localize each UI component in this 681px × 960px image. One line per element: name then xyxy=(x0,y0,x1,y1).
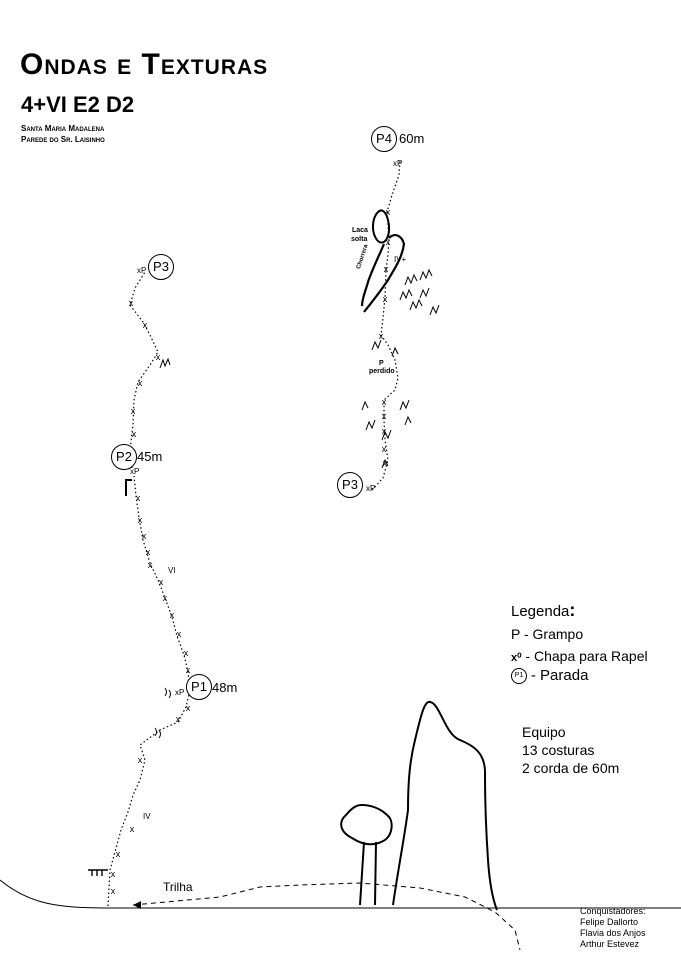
bolt-mark: x xyxy=(131,406,136,416)
rappel-bolt-icon: x⁰ xyxy=(511,652,522,664)
bolt-mark: x xyxy=(382,411,387,421)
bolt-mark: x xyxy=(132,429,137,439)
piton-lost-p: P xyxy=(379,360,384,367)
belay-p4: P4 xyxy=(371,126,397,152)
piton-lost-label: perdido xyxy=(369,368,395,375)
bolt-mark: x xyxy=(138,515,143,525)
tree-canopy xyxy=(340,803,393,846)
belay-station-icon: P1 xyxy=(511,668,527,685)
anchor-p2: xP xyxy=(130,467,140,476)
bolt-mark: x xyxy=(129,298,134,308)
ground-line xyxy=(0,879,681,909)
bolt-mark: x xyxy=(116,849,121,859)
legend-title: Legenda: xyxy=(511,600,575,621)
first-ascent-heading: Conquistadores: xyxy=(580,906,646,916)
start-marker xyxy=(88,869,108,876)
route-grade: 4+VI E2 D2 xyxy=(21,92,135,117)
trail-line xyxy=(132,882,521,951)
trail-label: Trilha xyxy=(163,880,193,894)
belay-p2: P2 xyxy=(111,444,137,470)
bolt-mark: x xyxy=(130,824,135,834)
trail-arrow xyxy=(133,901,141,909)
bolt-mark: x xyxy=(383,294,388,304)
bolt-mark: x xyxy=(386,237,391,247)
legend-item-rapel-text: - Chapa para Rapel xyxy=(525,648,648,664)
belay-p3-right: P3 xyxy=(337,472,363,498)
bolt-mark: x xyxy=(170,610,175,620)
legend-item-parada-text: - Parada xyxy=(530,667,589,684)
chimney-crack xyxy=(360,234,406,313)
bolt-mark: x xyxy=(382,444,387,454)
bolt-mark: x xyxy=(382,426,387,436)
belay-p1: P1 xyxy=(186,674,212,700)
rock-pillar xyxy=(392,701,498,911)
anchor-p4: xP xyxy=(393,159,403,168)
bolt-mark: x xyxy=(383,458,388,468)
belay-p3-left: P3 xyxy=(148,254,174,280)
first-ascent-name: Felipe Dallorto xyxy=(580,917,639,927)
bolt-mark: x xyxy=(382,397,387,407)
location-line-1: Santa Maria Madalena xyxy=(21,124,105,133)
route-line-left xyxy=(107,271,191,907)
pitch2-length: 45m xyxy=(137,449,163,464)
bolt-mark: x xyxy=(384,264,389,274)
bolt-mark: x xyxy=(163,593,168,603)
legend-item-grampo: P - Grampo xyxy=(511,626,584,642)
bolt-mark: x xyxy=(156,352,161,362)
legend-item-rapel: x⁰ - Chapa para Rapel xyxy=(511,648,648,664)
loose-flake xyxy=(372,209,390,244)
grade-pitch1: IV xyxy=(143,812,151,821)
bolt-mark: x xyxy=(386,207,391,217)
bolt-mark: x xyxy=(146,547,151,557)
bolts-left: x x x x x x x x x x x x x x x x x x x x … xyxy=(111,298,191,896)
location-line-2: Parede do Sr. Laisinho xyxy=(21,135,105,144)
first-ascent-name: Arthur Estevez xyxy=(580,939,640,949)
bolt-mark: x xyxy=(142,531,147,541)
grade-pitch2: VI xyxy=(168,566,176,575)
bolt-mark: x xyxy=(111,869,116,879)
equipment-heading: Equipo xyxy=(522,724,566,740)
anchor-p3-left: xP xyxy=(137,266,147,275)
legend-item-parada: P1 - Parada xyxy=(511,667,589,685)
anchor-p3-right: xP xyxy=(366,484,376,493)
tree-trunk xyxy=(359,841,377,906)
bolt-mark: x xyxy=(138,378,143,388)
bolt-mark: x xyxy=(177,629,182,639)
first-ascent-name: Flavia dos Anjos xyxy=(580,928,646,938)
bolt-mark: x xyxy=(176,714,181,724)
hook-mark xyxy=(125,479,132,496)
laca-label-1: Laca xyxy=(352,227,368,234)
bolt-mark: x xyxy=(186,703,191,713)
bolt-mark: x xyxy=(143,320,148,330)
bolt-mark: x xyxy=(379,331,384,341)
bolt-mark: x xyxy=(184,648,189,658)
legend-colon: : xyxy=(569,600,576,620)
bolts-right: x x x x x x x x x x xyxy=(379,207,391,468)
bolt-mark: x xyxy=(136,493,141,503)
bolt-mark: x xyxy=(159,577,164,587)
grade-pitch4: IV+ xyxy=(394,255,407,264)
bolt-mark: x xyxy=(148,560,153,570)
vegetation xyxy=(154,268,440,739)
equipment-quickdraws: 13 costuras xyxy=(522,742,595,758)
bolt-mark: x xyxy=(186,665,191,675)
equipment-ropes: 2 corda de 60m xyxy=(522,760,620,776)
anchor-p1: xP xyxy=(175,688,185,697)
pitch4-length: 60m xyxy=(399,131,425,146)
bolt-mark: x xyxy=(138,755,143,765)
legend-title-text: Legenda xyxy=(511,603,570,620)
laca-label-2: solta xyxy=(351,236,368,243)
route-title: Ondas e Texturas xyxy=(20,48,269,81)
pitch1-length: 48m xyxy=(212,680,238,695)
bolt-mark: x xyxy=(111,886,116,896)
